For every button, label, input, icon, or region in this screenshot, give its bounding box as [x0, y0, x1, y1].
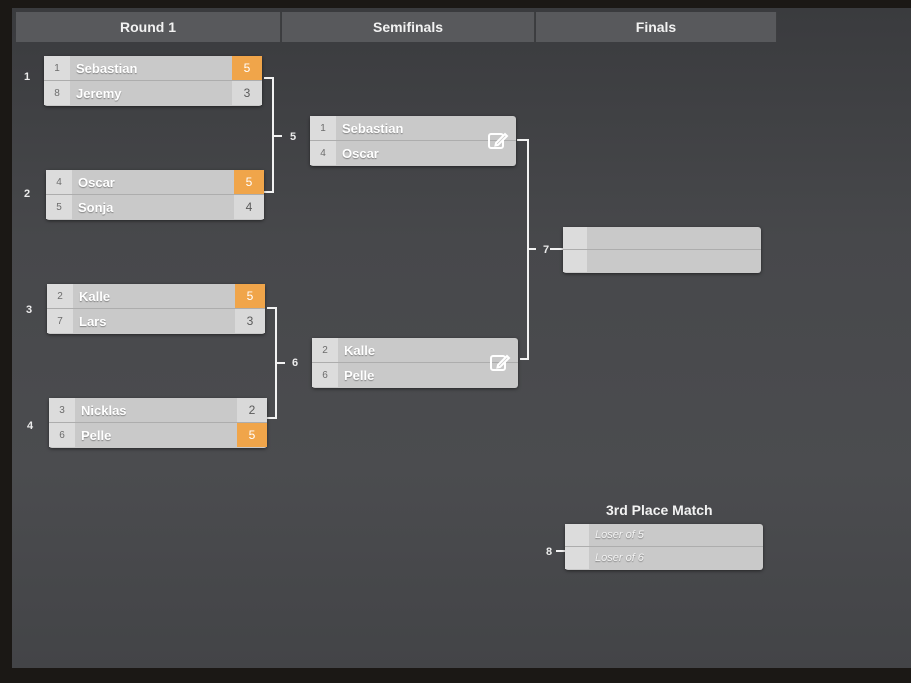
player-row[interactable]: 8 Jeremy 3	[44, 81, 262, 105]
third-place-title: 3rd Place Match	[606, 502, 713, 518]
seed: 2	[47, 284, 73, 308]
score[interactable]: 3	[235, 309, 265, 333]
player-row[interactable]: 1 Sebastian 5	[44, 56, 262, 81]
header-round1: Round 1	[16, 12, 281, 42]
edit-icon[interactable]	[488, 351, 512, 375]
player-name: Kalle	[79, 288, 111, 304]
empty-slot	[563, 227, 761, 250]
player-row: Loser of 5	[565, 524, 763, 547]
match-card-4[interactable]: 3 Nicklas 2 6 Pelle 5	[49, 398, 267, 448]
player-row[interactable]: 6 Pelle 5	[49, 423, 267, 447]
player-name: Sebastian	[76, 60, 138, 76]
player-row[interactable]: 7 Lars 3	[47, 309, 265, 333]
seed: 4	[310, 141, 336, 165]
seed: 3	[49, 398, 75, 422]
header-semifinals: Semifinals	[282, 12, 535, 42]
header-finals: Finals	[536, 12, 777, 42]
player-name: Jeremy	[76, 85, 122, 101]
seed: 2	[312, 338, 338, 362]
bracket-lines	[264, 77, 565, 552]
player-row[interactable]: 5 Sonja 4	[46, 195, 264, 219]
player-row: 1 Sebastian	[310, 116, 516, 141]
match-card-8[interactable]: Loser of 5 Loser of 6	[565, 524, 763, 570]
player-row: 6 Pelle	[312, 363, 518, 387]
empty-slot	[563, 250, 761, 272]
match-number-5: 5	[290, 131, 297, 143]
seed: 1	[310, 116, 336, 140]
player-name: Oscar	[78, 174, 115, 190]
player-row[interactable]: 4 Oscar 5	[46, 170, 264, 195]
player-row: 4 Oscar	[310, 141, 516, 165]
player-row: 2 Kalle	[312, 338, 518, 363]
player-row[interactable]: 2 Kalle 5	[47, 284, 265, 309]
match-card-1[interactable]: 1 Sebastian 5 8 Jeremy 3	[44, 56, 262, 106]
match-card-5[interactable]: 1 Sebastian 4 Oscar	[310, 116, 516, 166]
player-name: Sebastian	[342, 120, 404, 136]
player-name: Loser of 6	[595, 552, 644, 564]
seed: 5	[46, 195, 72, 219]
score[interactable]: 2	[237, 398, 267, 422]
score-winner[interactable]: 5	[232, 56, 262, 80]
match-card-2[interactable]: 4 Oscar 5 5 Sonja 4	[46, 170, 264, 220]
score-winner[interactable]: 5	[237, 423, 267, 447]
player-name: Pelle	[81, 427, 112, 443]
player-name: Loser of 5	[595, 529, 644, 541]
edit-icon[interactable]	[486, 129, 510, 153]
player-name: Nicklas	[81, 402, 127, 418]
player-row: Loser of 6	[565, 547, 763, 569]
bracket-screen: Round 1 Semifinals Finals 1 2 3 4 1 Seba…	[12, 8, 911, 668]
seed: 6	[312, 363, 338, 387]
match-number-6: 6	[292, 357, 299, 369]
match-card-3[interactable]: 2 Kalle 5 7 Lars 3	[47, 284, 265, 334]
match-number-7: 7	[543, 244, 550, 256]
score[interactable]: 4	[234, 195, 264, 219]
match-card-6[interactable]: 2 Kalle 6 Pelle	[312, 338, 518, 388]
match-card-7[interactable]	[563, 227, 761, 273]
match-number-8: 8	[546, 546, 553, 558]
player-name: Lars	[79, 313, 107, 329]
player-name: Pelle	[344, 367, 375, 383]
seed: 4	[46, 170, 72, 194]
seed: 6	[49, 423, 75, 447]
score[interactable]: 3	[232, 81, 262, 105]
player-name: Kalle	[344, 342, 376, 358]
match-number-3: 3	[26, 304, 33, 316]
score-winner[interactable]: 5	[234, 170, 264, 194]
seed: 1	[44, 56, 70, 80]
score-winner[interactable]: 5	[235, 284, 265, 308]
player-name: Oscar	[342, 145, 379, 161]
match-number-1: 1	[24, 71, 31, 83]
player-name: Sonja	[78, 199, 114, 215]
match-number-2: 2	[24, 188, 31, 200]
seed: 8	[44, 81, 70, 105]
seed: 7	[47, 309, 73, 333]
match-number-4: 4	[27, 420, 34, 432]
player-row[interactable]: 3 Nicklas 2	[49, 398, 267, 423]
